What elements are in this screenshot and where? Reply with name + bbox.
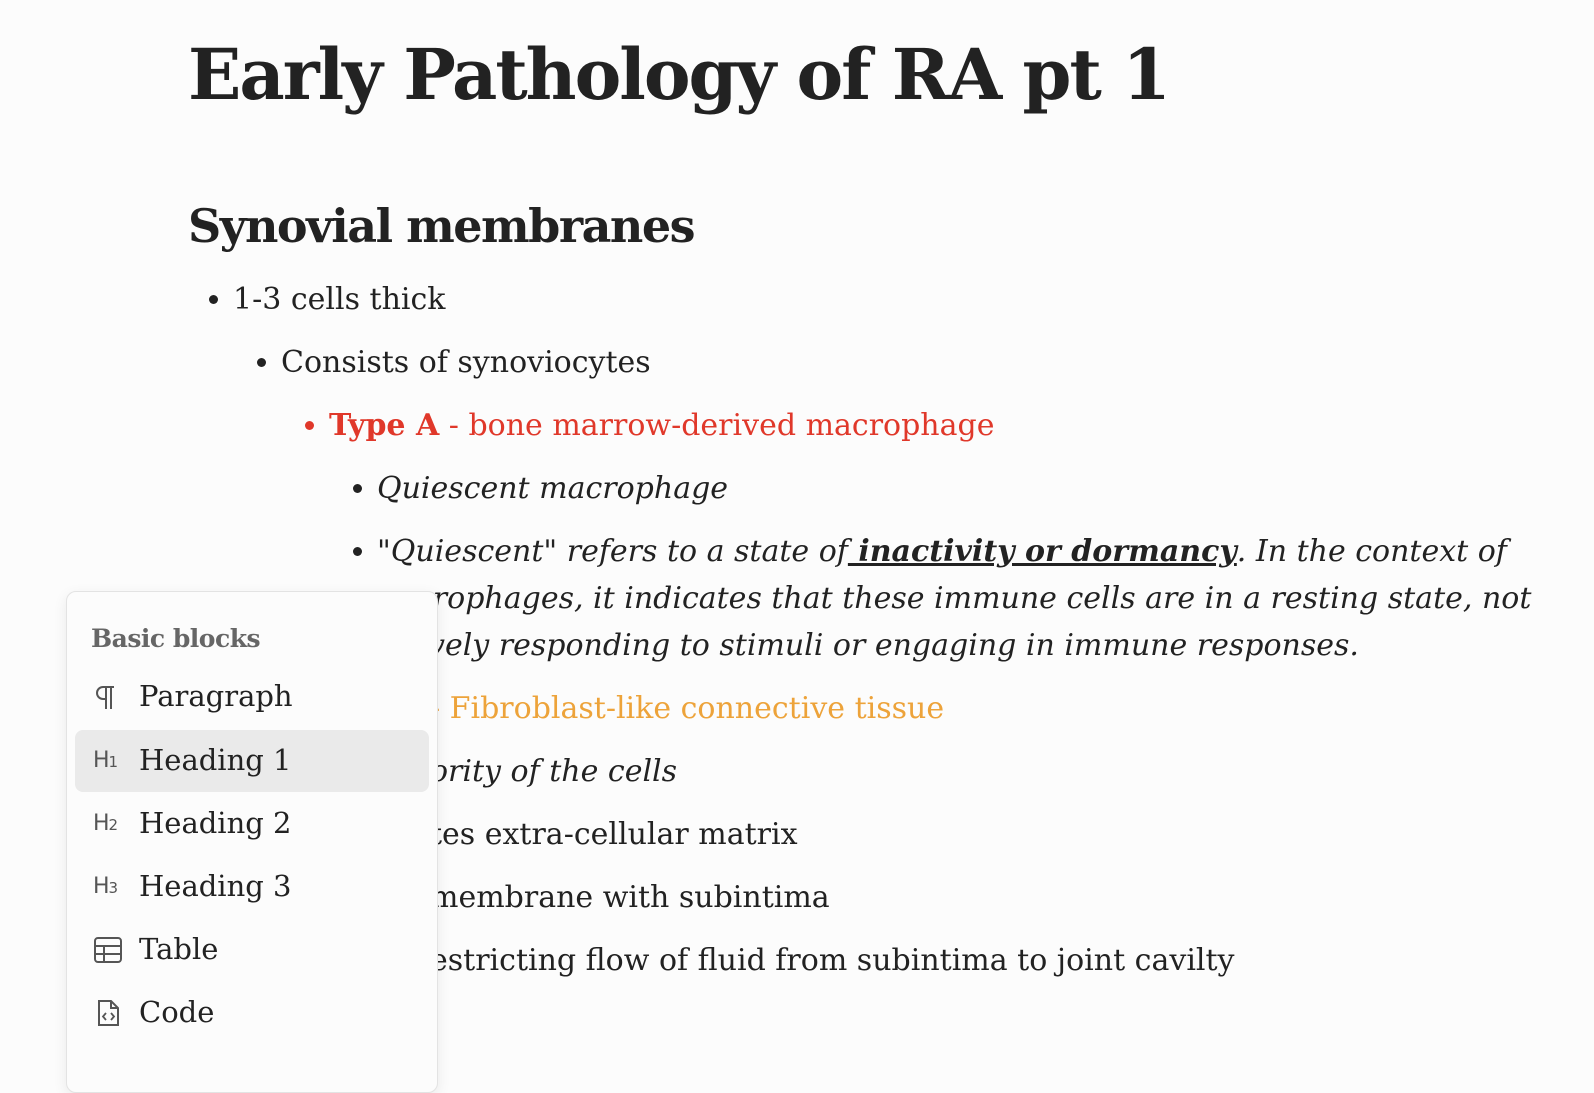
bullet-icon [353, 484, 362, 493]
bullet-icon [209, 295, 218, 304]
menu-item-table[interactable]: Table [75, 919, 429, 981]
list-item-continued[interactable]: crophages, it indicates that these immun… [416, 581, 1532, 616]
emphasis-text: inactivity or dormancy [847, 534, 1237, 569]
list-item[interactable]: Type A - bone marrow-derived macrophage [305, 402, 994, 449]
list-item[interactable]: "Quiescent" refers to a state of inactiv… [353, 528, 1507, 575]
block-type-menu[interactable]: Basic blocks Paragraph H1 Heading 1 H2 H… [66, 591, 438, 1093]
menu-item-code[interactable]: Code [75, 982, 429, 1044]
paragraph-icon [93, 683, 123, 711]
section-heading[interactable]: Synovial membranes [188, 199, 696, 253]
bullet-icon [305, 421, 314, 430]
list-item[interactable]: estricting flow of fluid from subintima … [430, 943, 1235, 978]
list-item-continued[interactable]: vely responding to stimuli or engaging i… [428, 628, 1359, 663]
list-item[interactable]: tes extra-cellular matrix [430, 817, 798, 852]
menu-header: Basic blocks [91, 624, 261, 653]
list-item[interactable]: membrane with subintima [430, 880, 830, 915]
code-icon [93, 999, 123, 1027]
menu-item-paragraph[interactable]: Paragraph [75, 666, 429, 728]
table-icon [93, 936, 123, 964]
list-item[interactable]: ority of the cells [430, 754, 678, 789]
bullet-icon [353, 547, 362, 556]
list-item[interactable]: 1-3 cells thick [209, 276, 445, 323]
heading-2-icon: H2 [93, 811, 118, 836]
menu-item-heading-1[interactable]: H1 Heading 1 [75, 730, 429, 792]
heading-1-icon: H1 [93, 748, 118, 773]
list-item[interactable]: Quiescent macrophage [353, 465, 728, 512]
bullet-icon [257, 358, 266, 367]
list-item[interactable]: - Fibroblast-like connective tissue [430, 691, 945, 726]
heading-3-icon: H3 [93, 874, 118, 899]
page-title[interactable]: Early Pathology of RA pt 1 [188, 33, 1171, 116]
menu-item-heading-3[interactable]: H3 Heading 3 [93, 869, 292, 903]
menu-item-heading-2[interactable]: H2 Heading 2 [93, 806, 292, 840]
list-item[interactable]: Consists of synoviocytes [257, 339, 651, 386]
